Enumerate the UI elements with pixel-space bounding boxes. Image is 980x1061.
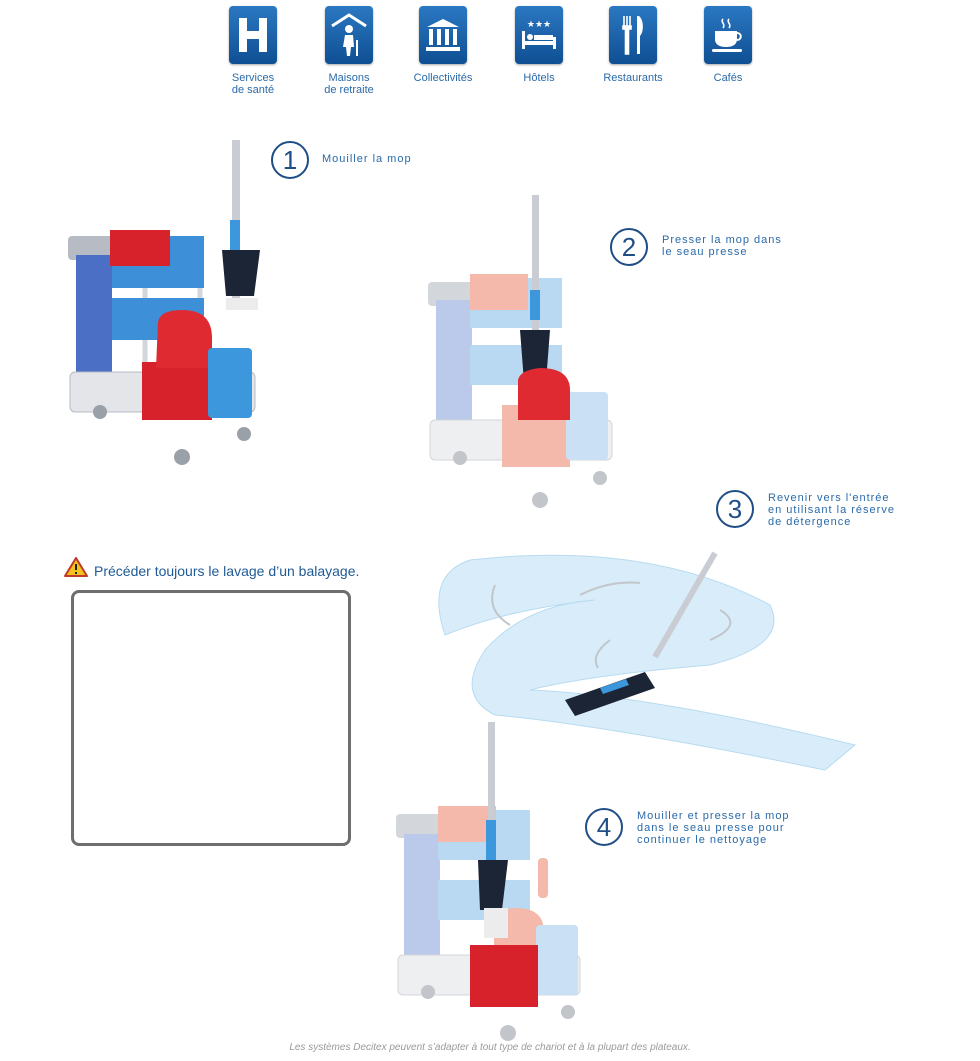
svg-text:★★★: ★★★ [527, 20, 551, 30]
category-cafes: Cafés [690, 6, 766, 84]
category-label: Hôtels [523, 72, 555, 84]
warning-triangle-icon [64, 557, 88, 577]
step-4-text: Mouiller et presser la mop dans le seau … [637, 810, 790, 846]
category-label: Collectivités [413, 72, 473, 84]
cleaning-cart-step2 [428, 274, 613, 508]
footer-note: Les systèmes Decitex peuvent s’adapter à… [289, 1042, 691, 1053]
hotel-bed-icon: ★★★ [515, 6, 563, 64]
step-2-text: Presser la mop dans le seau presse [662, 234, 782, 258]
warning-text: Précéder toujours le lavage d’un balayag… [94, 563, 360, 579]
category-restaurants: Restaurants [595, 6, 671, 84]
category-label: Services de santé [231, 72, 275, 96]
floor-path-step3 [438, 551, 857, 771]
cleaning-cart-step4 [396, 722, 581, 1041]
step-4-number: 4 [585, 808, 623, 846]
category-retirement: Maisons de retraite [311, 6, 387, 96]
category-health: Services de santé [215, 6, 291, 96]
category-public: Collectivités [405, 6, 481, 84]
step-1-number: 1 [271, 141, 309, 179]
category-label: Maisons de retraite [324, 72, 374, 96]
elderly-person-icon [325, 6, 373, 64]
step-3-number: 3 [716, 490, 754, 528]
step-3-text: Revenir vers l'entrée en utilisant la ré… [768, 492, 895, 528]
fork-knife-icon [609, 6, 657, 64]
category-hotels: ★★★ Hôtels [501, 6, 577, 84]
step-2-number: 2 [610, 228, 648, 266]
hospital-h-icon [229, 6, 277, 64]
step-1-text: Mouiller la mop [322, 153, 412, 165]
sweeping-box [71, 590, 351, 846]
public-building-icon [419, 6, 467, 64]
category-bar: Services de santé Maisons de retraite Co… [218, 6, 758, 106]
cleaning-cart-step1 [68, 140, 260, 465]
mop-in-press-step2 [518, 195, 570, 420]
category-label: Cafés [713, 72, 743, 84]
category-label: Restaurants [603, 72, 663, 84]
coffee-cup-icon [704, 6, 752, 64]
